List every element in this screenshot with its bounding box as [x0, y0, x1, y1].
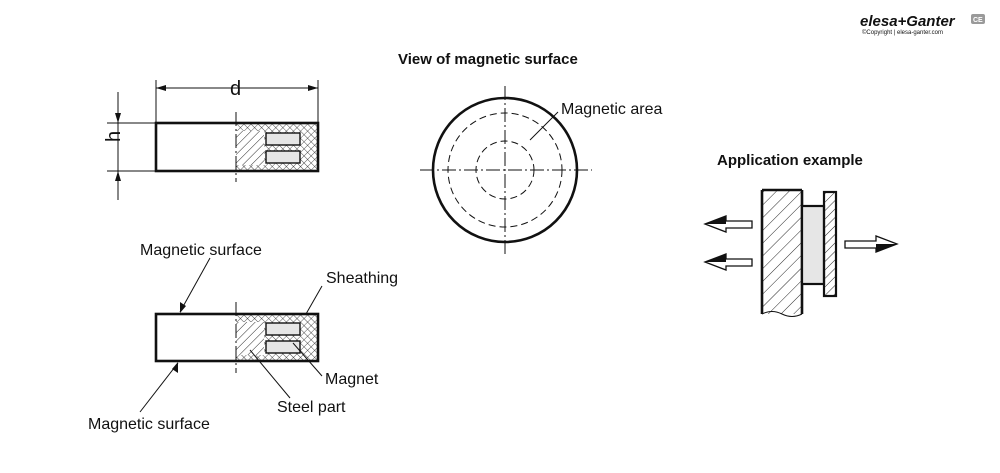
- arrow-left-icon: [703, 215, 753, 233]
- diameter-label: d: [230, 78, 241, 100]
- label-steel-part: Steel part: [277, 399, 346, 416]
- logo-copyright: ©Copyright | elesa-ganter.com: [862, 29, 943, 36]
- heading-view: View of magnetic surface: [398, 51, 578, 68]
- label-magnetic-surface-top: Magnetic surface: [140, 242, 262, 259]
- heading-application: Application example: [717, 152, 863, 169]
- section-labeled: Magnetic surface Sheathing Magnet Steel …: [88, 242, 398, 433]
- label-magnet: Magnet: [325, 371, 379, 388]
- height-label: h: [103, 131, 125, 142]
- arrow-right-icon: [844, 235, 899, 253]
- surface-view: View of magnetic surface Magnetic area: [398, 51, 662, 254]
- application-example: Application example: [703, 152, 899, 317]
- ce-mark-icon: CE: [973, 17, 983, 24]
- arrow-left-icon: [703, 253, 753, 271]
- label-magnetic-area: Magnetic area: [561, 101, 662, 118]
- label-magnetic-surface-bottom: Magnetic surface: [88, 416, 210, 433]
- label-sheathing: Sheathing: [326, 270, 398, 287]
- brand-logo: elesa+Ganter ©Copyright | elesa-ganter.c…: [860, 13, 985, 36]
- logo-text: elesa+Ganter: [860, 13, 956, 30]
- section-dimensioned: d h: [103, 78, 320, 200]
